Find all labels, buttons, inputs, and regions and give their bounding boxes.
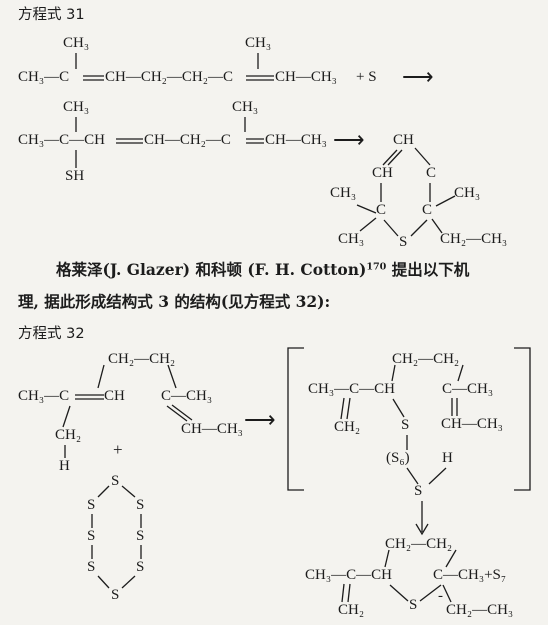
hydrogen-label: H xyxy=(442,450,453,466)
thiol-label: SH xyxy=(65,168,85,184)
ring-atom: CH xyxy=(372,165,393,181)
paragraph-line-1: 格莱泽(J. Glazer) 和科顿 (F. H. Cotton)170 提出以… xyxy=(56,260,470,279)
ring-sulfur: S xyxy=(399,234,408,250)
s8-atom: S xyxy=(87,528,96,544)
ch2ch2-label: CH₂—CH₂ xyxy=(385,536,453,552)
reaction-arrow: ⟶ xyxy=(402,64,434,89)
scheme-32-heading: 方程式 32 xyxy=(18,326,85,342)
s8-atom: S xyxy=(87,497,96,513)
ch3-label: CH₃ xyxy=(245,35,272,51)
scheme-31-heading: 方程式 31 xyxy=(18,7,85,23)
s8-atom: S xyxy=(111,473,120,489)
intermediate-fragment: CH—CH₃ xyxy=(265,132,327,148)
ch3-label: CH₃ xyxy=(63,99,90,115)
s8-atom: S xyxy=(136,559,145,575)
diene-fragment: CH₃—C xyxy=(18,388,70,404)
s8-atom: S xyxy=(111,587,120,603)
ch2-label: CH₂ xyxy=(338,602,365,618)
plus-sign: + xyxy=(113,440,123,459)
chch3-label: CH—CH₃ xyxy=(441,416,503,432)
sulfur-label: S xyxy=(401,417,410,433)
s8-atom: S xyxy=(136,528,145,544)
ch2ch2-label: CH₂—CH₂ xyxy=(108,351,176,367)
reaction-arrow: ⟶ xyxy=(333,127,365,152)
ethyl-label: CH₂—CH₃ xyxy=(446,602,514,618)
sulfur-label: S xyxy=(414,483,423,499)
reactant-fragment: CH—CH₃ xyxy=(275,69,337,85)
diene-fragment: CH xyxy=(104,388,125,404)
hydrogen-label: H xyxy=(59,458,70,474)
s6-chain-label: (S₆) xyxy=(386,450,410,466)
ch3-label: CH₃ xyxy=(454,185,481,201)
s8-atom: S xyxy=(87,559,96,575)
ch2-label: CH₂ xyxy=(55,427,82,443)
paragraph-line-2: 理, 据此形成结构式 3 的结构(见方程式 32): xyxy=(18,292,331,311)
reactant-fragment: CH₃—C xyxy=(18,69,70,85)
chch3-label: CH—CH₃ xyxy=(181,421,243,437)
reaction-arrow: ⟶ xyxy=(244,407,276,432)
s8-atom: S xyxy=(136,497,145,513)
ethyl-label: CH₂—CH₃ xyxy=(440,231,508,247)
intermediate-fragment: CH₃—C—CH xyxy=(308,381,395,397)
ring-atom: C xyxy=(422,202,433,218)
ch3-label: CH₃ xyxy=(330,185,357,201)
reagent-sulfur: + S xyxy=(356,69,377,85)
intermediate-fragment: C—CH₃ xyxy=(442,381,494,397)
citation-ref: 170 xyxy=(366,261,387,273)
ring-sulfur: S xyxy=(409,597,418,613)
diene-fragment: C—CH₃ xyxy=(161,388,213,404)
ring-atom: C xyxy=(426,165,437,181)
ring-atom: C xyxy=(376,202,387,218)
intermediate-fragment: CH—CH₂—C xyxy=(144,132,231,148)
ring-atom: CH xyxy=(393,132,414,148)
product-fragment: CH₃—C—CH xyxy=(305,567,392,583)
ch3-label: CH₃ xyxy=(63,35,90,51)
product-fragment: C—CH₃+S₇ xyxy=(433,567,507,583)
ch2-label: CH₂ xyxy=(334,419,361,435)
ch2ch2-label: CH₂—CH₂ xyxy=(392,351,460,367)
minus-mark: - xyxy=(438,588,443,604)
reactant-fragment: CH—CH₂—CH₂—C xyxy=(105,69,233,85)
ch3-label: CH₃ xyxy=(338,231,365,247)
ch3-label: CH₃ xyxy=(232,99,259,115)
intermediate-fragment: CH₃—C—CH xyxy=(18,132,105,148)
